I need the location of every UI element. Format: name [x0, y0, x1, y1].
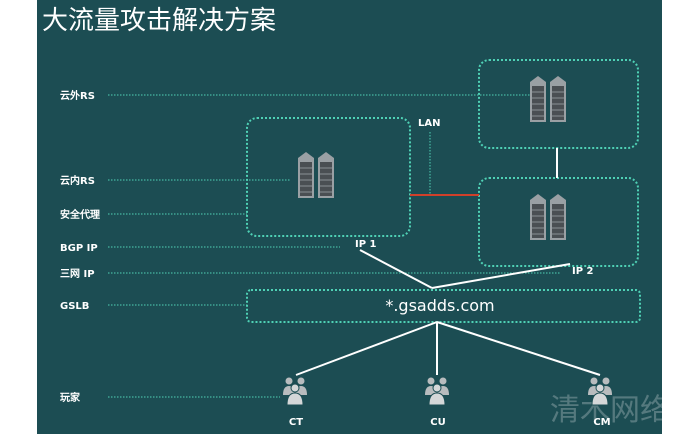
watermark: 清木网络 — [550, 393, 670, 428]
gslb-box — [246, 289, 641, 323]
user-group-label: CT — [289, 417, 303, 428]
row-guides — [108, 94, 560, 398]
row-label: 安全代理 — [60, 208, 100, 221]
row-label: 云内RS — [60, 174, 95, 187]
user-group-label: CM — [593, 417, 610, 428]
ip1-label: IP 1 — [355, 239, 377, 250]
cm-link — [436, 321, 601, 376]
page-title: 大流量攻击解决方案 — [42, 6, 276, 36]
server-icon — [529, 75, 567, 123]
proxy-box — [478, 177, 639, 267]
row-label: 云外RS — [60, 89, 95, 102]
server-icon — [529, 193, 567, 241]
row-label: 三网 IP — [60, 268, 95, 280]
ip2-link — [431, 263, 571, 289]
ip2-label: IP 2 — [572, 266, 594, 277]
row-label: BGP IP — [60, 243, 98, 254]
row-label: 玩家 — [60, 391, 81, 404]
users-icon — [424, 377, 450, 406]
server-icon — [297, 151, 335, 199]
ip1-link — [359, 249, 433, 289]
lan-label: LAN — [418, 118, 440, 129]
users-icon — [282, 377, 308, 406]
ct-link — [295, 321, 438, 376]
row-label: GSLB — [60, 301, 89, 312]
user-group-label: CU — [430, 417, 445, 428]
external-rs-box — [478, 59, 639, 149]
gslb-domain: *.gsadds.com — [385, 296, 494, 315]
